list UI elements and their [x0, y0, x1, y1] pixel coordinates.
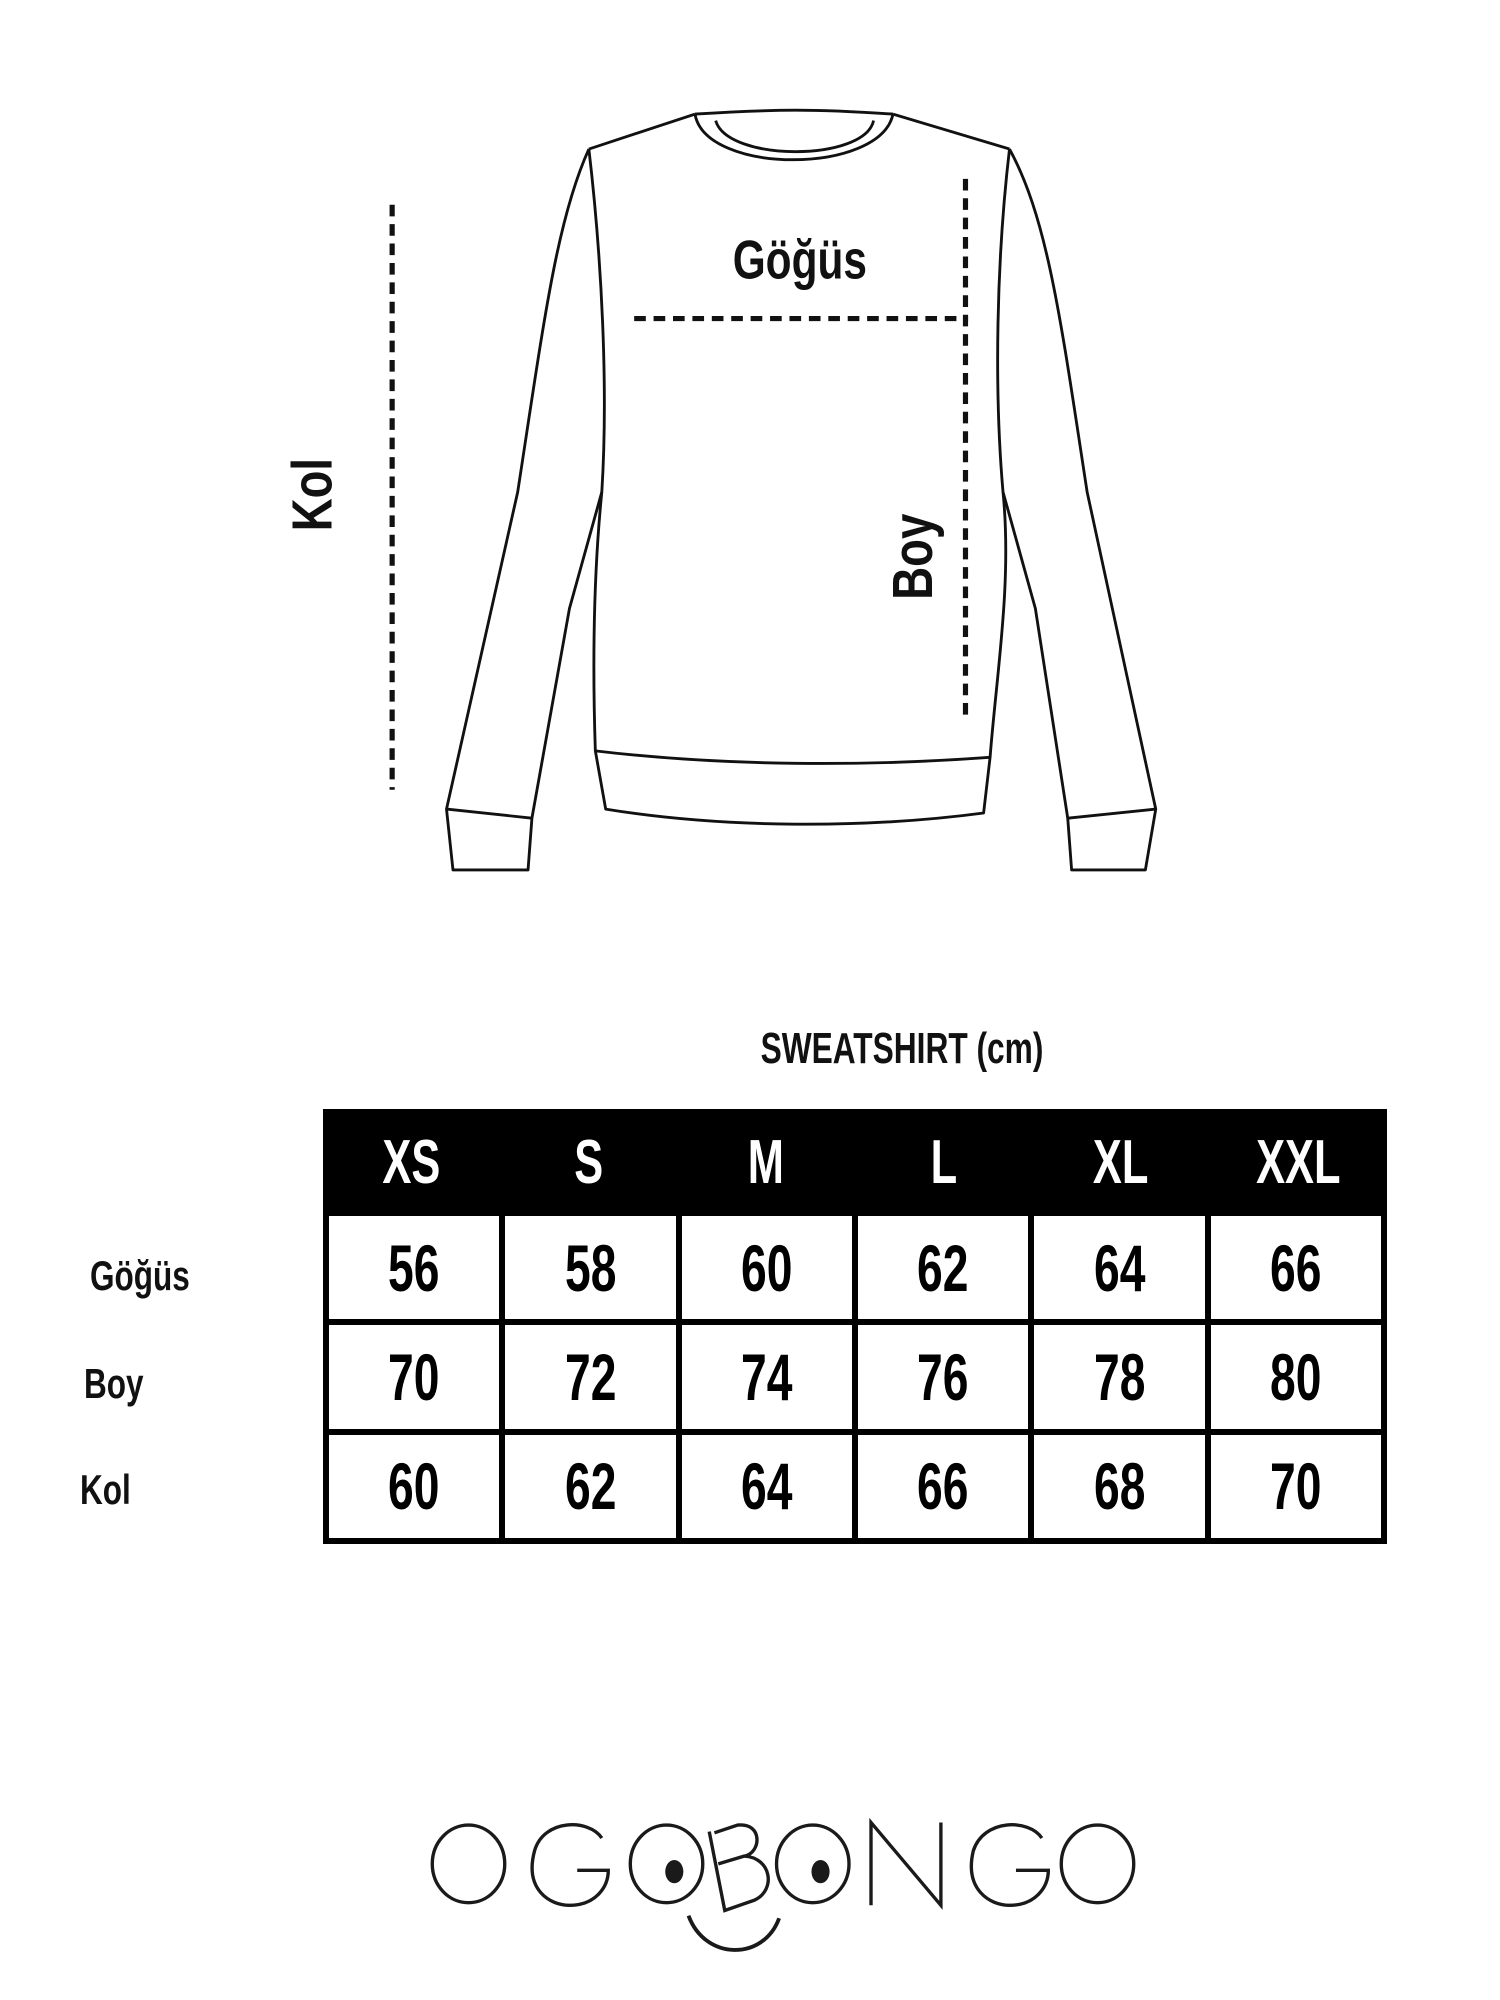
table-cell: 60	[329, 1434, 500, 1538]
table-cell: 74	[681, 1325, 852, 1429]
table-cell: 62	[857, 1216, 1029, 1320]
table-cell: 70	[1210, 1434, 1381, 1538]
cell-value: 64	[741, 1449, 793, 1524]
size-xs: XS	[382, 1128, 441, 1197]
table-cell: 56	[329, 1216, 500, 1320]
table-cell: 80	[1210, 1325, 1381, 1429]
cell-value: 70	[388, 1339, 440, 1414]
cell-value: 60	[741, 1230, 793, 1305]
cell-value: 80	[1270, 1339, 1322, 1414]
table-cell: 66	[857, 1434, 1029, 1538]
cell-value: 74	[741, 1339, 793, 1414]
ogobongo-logo	[430, 1817, 1136, 1952]
cell-value: 66	[1270, 1230, 1322, 1305]
size-header-row: XS S M L XL XXL	[323, 1109, 1387, 1216]
table-cell: 64	[1034, 1216, 1205, 1320]
cell-value: 70	[1270, 1449, 1322, 1524]
size-header-cell: M	[678, 1109, 855, 1216]
length-label: Boy	[880, 513, 944, 599]
size-chart-title: SWEATSHIRT (cm)	[760, 1024, 1044, 1073]
size-l: L	[930, 1128, 957, 1197]
chest-label: Göğüs	[733, 231, 867, 291]
size-header-cell: XXL	[1210, 1109, 1387, 1216]
table-cell: 70	[329, 1325, 500, 1429]
table-cell: 78	[1034, 1325, 1205, 1429]
size-header-cell: L	[855, 1109, 1032, 1216]
cell-value: 66	[917, 1449, 969, 1524]
sweatshirt-outline	[445, 108, 1158, 872]
table-cell: 68	[1034, 1434, 1205, 1538]
cell-value: 72	[564, 1339, 617, 1414]
table-cell: 64	[681, 1434, 852, 1538]
size-header-cell: XL	[1032, 1109, 1209, 1216]
row-label-chest: Göğüs	[90, 1252, 190, 1299]
row-label-sleeve: Kol	[80, 1466, 131, 1513]
size-xl: XL	[1093, 1128, 1149, 1197]
table-cell: 72	[505, 1325, 676, 1429]
size-header-cell: S	[500, 1109, 677, 1216]
cell-value: 76	[917, 1339, 969, 1414]
measurement-lines	[389, 178, 969, 790]
table-cell: 66	[1210, 1216, 1381, 1320]
size-s: S	[574, 1128, 604, 1197]
table-cell: 76	[857, 1325, 1029, 1429]
cell-value: 62	[917, 1230, 969, 1305]
cell-value: 78	[1093, 1339, 1146, 1414]
size-header-cell: XS	[323, 1109, 500, 1216]
cell-value: 58	[564, 1230, 617, 1305]
cell-value: 60	[388, 1449, 440, 1524]
cell-value: 68	[1093, 1449, 1146, 1524]
table-cell: 58	[505, 1216, 676, 1320]
sleeve-label: Kol	[279, 458, 343, 531]
cell-value: 56	[388, 1230, 440, 1305]
cell-value: 62	[564, 1449, 617, 1524]
table-cell: 60	[681, 1216, 852, 1320]
size-xxl: XXL	[1256, 1128, 1341, 1197]
cell-value: 64	[1093, 1230, 1146, 1305]
size-table-body: 56 58 60 62 64 66 70 72 74 76 78 80 60 62 64 66 68 70	[329, 1216, 1381, 1538]
table-cell: 62	[505, 1434, 676, 1538]
size-m: M	[748, 1128, 785, 1197]
row-label-length: Boy	[84, 1360, 144, 1407]
size-table: XS S M L XL XXL 56 58 60 62 64 66 70 72 74 76 78 80…	[323, 1109, 1387, 1544]
